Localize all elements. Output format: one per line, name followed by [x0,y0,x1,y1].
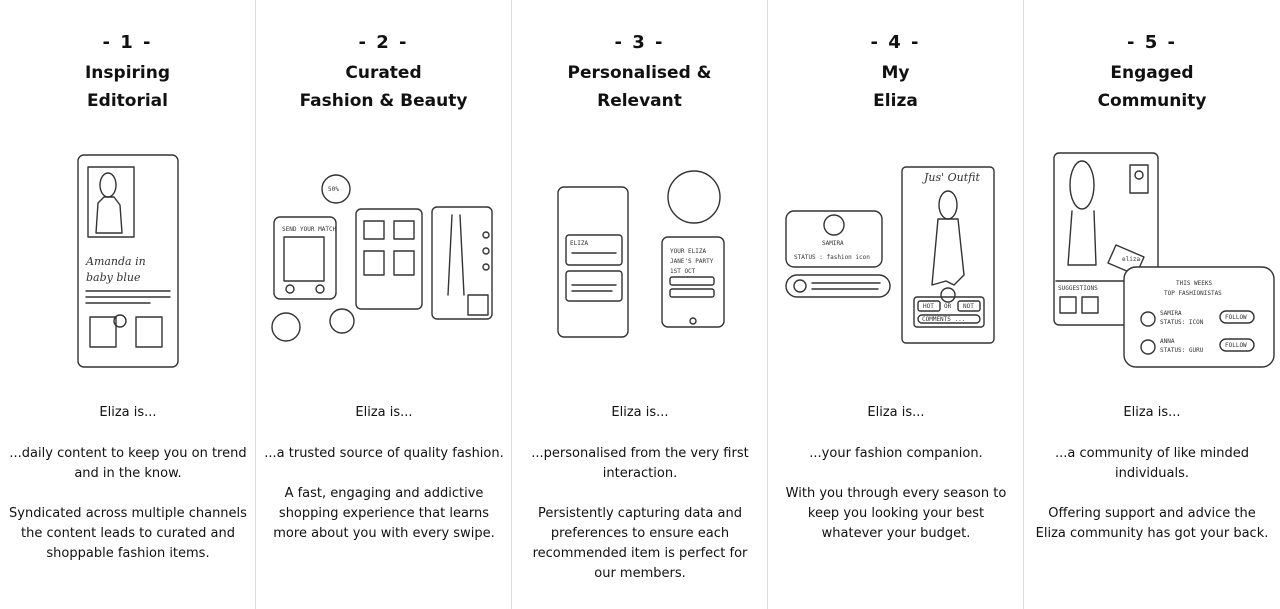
sketch-label: COMMENTS ... [922,316,965,323]
description-line: A fast, engaging and addictive shopping … [273,486,495,541]
phone-sketch-my-eliza: SAMIRA STATUS : fashion icon Jus' Outfit… [768,145,1024,375]
title-line: Engaged [1110,63,1194,83]
title-line: Community [1097,91,1207,111]
description-line: Syndicated across multiple channels the … [9,506,247,561]
pillar-title: Curated Fashion & Beauty [256,59,511,115]
sketch-label: SUGGESTIONS [1058,285,1098,292]
sketch-label: ANNA [1160,338,1175,345]
description-line: Persistently capturing data and preferen… [532,506,748,581]
pillar-description: Eliza is... ...daily content to keep you… [8,403,248,584]
sketch-label: SAMIRA [822,240,844,247]
sketch-label: YOUR ELIZA [670,248,707,255]
title-line: Curated [345,63,422,83]
sketch-label: FOLLOW [1225,342,1247,349]
sketch-label: SEND YOUR MATCH [282,226,337,233]
phone-sketch-community: eliza SUGGESTIONS THIS WEEKS TOP FASHION… [1024,145,1280,375]
intro-text: Eliza is... [1123,405,1181,420]
sketch-label: SAMIRA [1160,310,1182,317]
pillar-column-my-eliza: - 4 - My Eliza SAMIRA STATUS : fashion i… [768,0,1024,609]
title-line: Eliza [873,91,918,111]
pillar-description: Eliza is... ...your fashion companion. W… [776,403,1016,564]
pillar-column-community: - 5 - Engaged Community eliza SUGGESTION… [1024,0,1280,609]
sketch-label: THIS WEEKS [1176,280,1213,287]
description-line: ...personalised from the very first inte… [531,446,749,481]
pillar-description: Eliza is... ...a community of like minde… [1032,403,1272,564]
sketch-label: JANE'S PARTY [670,258,714,265]
title-line: My [881,63,910,83]
sketch-label: TOP FASHIONISTAS [1164,290,1222,297]
pillar-number: - 1 - [102,32,153,53]
pillar-column-curated-fashion: - 2 - Curated Fashion & Beauty SEND YOUR… [256,0,512,609]
title-line: Editorial [87,91,168,111]
pillar-title: Engaged Community [1024,59,1280,115]
title-line: Personalised & [567,63,712,83]
intro-text: Eliza is... [355,405,413,420]
intro-text: Eliza is... [867,405,925,420]
phone-sketch-curated: SEND YOUR MATCH 50% [256,145,512,375]
intro-text: Eliza is... [99,405,157,420]
pillar-number: - 3 - [614,32,665,53]
sketch-label: NOT [963,303,974,310]
sketch-label: eliza [1122,256,1140,263]
description-line: ...daily content to keep you on trend an… [9,446,247,481]
pillar-column-personalised: - 3 - Personalised & Relevant ELIZA YOUR… [512,0,768,609]
description-line: ...a trusted source of quality fashion. [264,446,504,461]
title-line: Relevant [597,91,682,111]
sketch-label: 1ST OCT [670,268,696,275]
phone-sketch-personalised: ELIZA YOUR ELIZA JANE'S PARTY 1ST OCT [512,145,768,375]
pillar-description: Eliza is... ...a trusted source of quali… [264,403,504,564]
intro-text: Eliza is... [611,405,669,420]
description-line: Offering support and advice the Eliza co… [1035,506,1269,541]
pillar-title: My Eliza [768,59,1023,115]
pillar-number: - 2 - [358,32,409,53]
title-line: Inspiring [84,63,171,83]
pillar-title: Personalised & Relevant [512,59,767,115]
sketch-label: STATUS : fashion icon [794,254,870,261]
description-line: With you through every season to keep yo… [785,486,1007,541]
pillar-title: Inspiring Editorial [0,59,255,115]
title-line: Fashion & Beauty [299,91,468,111]
sketch-label: baby blue [86,271,141,284]
sketch-label: OR [944,303,952,310]
pillar-column-inspiring-editorial: - 1 - Inspiring Editorial Amanda in baby… [0,0,256,609]
pillar-description: Eliza is... ...personalised from the ver… [520,403,760,604]
sketch-label: STATUS: ICON [1160,319,1204,326]
description-line: ...a community of like minded individual… [1054,446,1250,481]
sketch-label: Jus' Outfit [922,171,981,184]
sketch-label: Amanda in [85,255,146,268]
pillar-number: - 5 - [1127,32,1177,53]
sketch-label: 50% [328,186,339,193]
sketch-label: STATUS: GURU [1160,347,1204,354]
sketch-label: FOLLOW [1225,314,1247,321]
sketch-label: ELIZA [570,240,588,247]
phone-sketch-editorial: Amanda in baby blue [0,145,256,375]
pillar-number: - 4 - [870,32,921,53]
sketch-label: HOT [923,303,934,310]
description-line: ...your fashion companion. [809,446,983,461]
